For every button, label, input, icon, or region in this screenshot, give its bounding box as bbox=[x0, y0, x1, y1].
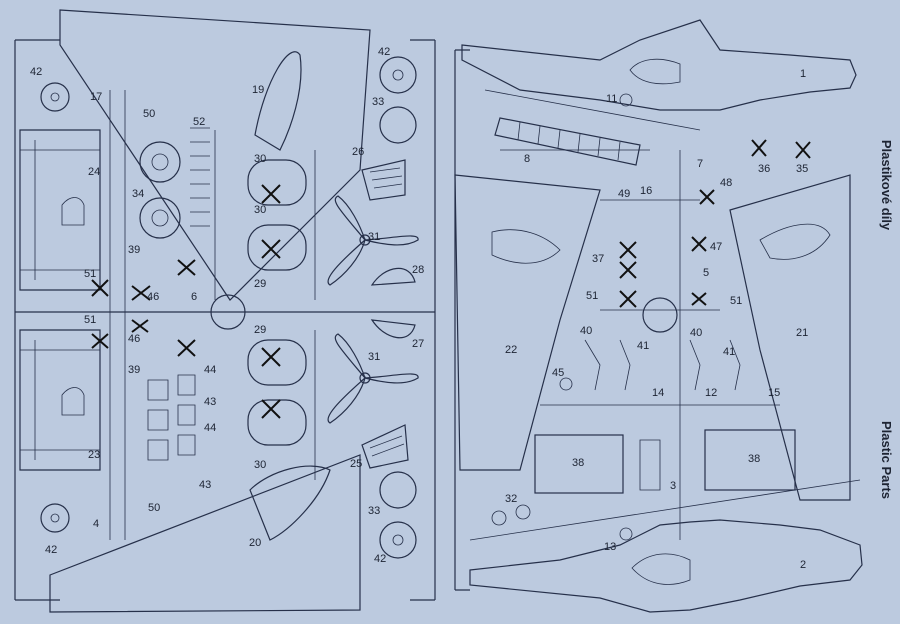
part-label: 5 bbox=[703, 267, 709, 279]
propellers bbox=[327, 195, 419, 424]
wing-main-left bbox=[454, 174, 601, 471]
part-label: 43 bbox=[204, 396, 216, 408]
right-sprue-frame bbox=[454, 49, 861, 591]
part-label: 36 bbox=[758, 163, 770, 175]
part-label: 20 bbox=[249, 537, 261, 549]
part-label: 51 bbox=[730, 295, 742, 307]
part-label: 6 bbox=[191, 291, 197, 303]
part-label: 3 bbox=[670, 480, 676, 492]
part-label: 30 bbox=[254, 153, 266, 165]
part-label: 48 bbox=[720, 177, 732, 189]
part-label: 31 bbox=[368, 351, 380, 363]
part-label: 44 bbox=[204, 422, 216, 434]
part-label: 30 bbox=[254, 459, 266, 471]
part-label: 12 bbox=[705, 387, 717, 399]
part-label: 26 bbox=[352, 146, 364, 158]
part-label: 41 bbox=[723, 346, 735, 358]
part-label: 45 bbox=[552, 367, 564, 379]
part-label: 39 bbox=[128, 244, 140, 256]
part-label: 8 bbox=[524, 153, 530, 165]
part-label: 14 bbox=[652, 387, 664, 399]
small-parts-grid bbox=[91, 127, 210, 461]
part-label: 29 bbox=[254, 324, 266, 336]
part-label: 41 bbox=[637, 340, 649, 352]
part-label: 50 bbox=[143, 108, 155, 120]
part-label: 22 bbox=[505, 344, 517, 356]
cowlings bbox=[247, 159, 307, 446]
part-label: 51 bbox=[84, 268, 96, 280]
part-label: 29 bbox=[254, 278, 266, 290]
part-label: 46 bbox=[147, 291, 159, 303]
part-label: 39 bbox=[128, 364, 140, 376]
wing-lower-left bbox=[49, 454, 361, 613]
part-label: 52 bbox=[193, 116, 205, 128]
part-label: 31 bbox=[368, 231, 380, 243]
part-label: 11 bbox=[606, 93, 617, 105]
part-label: 23 bbox=[88, 449, 100, 461]
part-label: 35 bbox=[796, 163, 808, 175]
part-label: 42 bbox=[30, 66, 42, 78]
part-label: 38 bbox=[748, 453, 760, 465]
part-label: 17 bbox=[90, 91, 102, 103]
fuselage-lower bbox=[469, 519, 863, 613]
part-label: 15 bbox=[768, 387, 780, 399]
wheels bbox=[40, 56, 417, 559]
part-label: 42 bbox=[374, 553, 386, 565]
part-label: 47 bbox=[710, 241, 722, 253]
left-sprue-frame bbox=[14, 39, 436, 601]
part-labels-right: 1 11 8 7 36 35 49 16 48 47 37 5 51 51 22… bbox=[505, 68, 808, 571]
radial-engines bbox=[139, 141, 181, 239]
part-label: 32 bbox=[505, 493, 517, 505]
radiator bbox=[494, 117, 641, 166]
part-label: 27 bbox=[412, 338, 424, 350]
part-label: 40 bbox=[690, 327, 702, 339]
stabilizer-lower bbox=[19, 329, 101, 471]
part-label: 42 bbox=[45, 544, 57, 556]
part-label: 30 bbox=[254, 204, 266, 216]
part-label: 34 bbox=[132, 188, 144, 200]
part-label: 24 bbox=[88, 166, 100, 178]
part-label: 28 bbox=[412, 264, 424, 276]
part-label: 21 bbox=[796, 327, 808, 339]
part-label: 7 bbox=[697, 158, 703, 170]
part-label: 13 bbox=[604, 541, 616, 553]
part-label: 51 bbox=[84, 314, 96, 326]
part-label: 1 bbox=[800, 68, 806, 80]
part-label: 46 bbox=[128, 333, 140, 345]
fuselage-upper bbox=[461, 19, 857, 111]
part-label: 42 bbox=[378, 46, 390, 58]
part-label: 33 bbox=[368, 505, 380, 517]
part-label: 2 bbox=[800, 559, 806, 571]
panels-38 bbox=[534, 429, 796, 494]
part-label: 16 bbox=[640, 185, 652, 197]
part-label: 44 bbox=[204, 364, 216, 376]
part-label: 50 bbox=[148, 502, 160, 514]
part-label: 37 bbox=[592, 253, 604, 265]
wing-upper-left bbox=[59, 9, 371, 301]
stabilizer-upper bbox=[19, 129, 101, 291]
part-label: 25 bbox=[350, 458, 362, 470]
part-labels-left: 42 17 50 19 42 33 52 26 30 24 34 31 30 3… bbox=[30, 46, 424, 565]
caption-english: Plastic Parts bbox=[879, 421, 894, 499]
part-label: 43 bbox=[199, 479, 211, 491]
part-label: 33 bbox=[372, 96, 384, 108]
part-label: 49 bbox=[618, 188, 630, 200]
wing-main-right bbox=[729, 174, 851, 501]
landing-gear-parts bbox=[491, 93, 811, 541]
caption-czech: Plastikové díly bbox=[879, 140, 894, 231]
part-label: 4 bbox=[93, 518, 99, 530]
part-label: 38 bbox=[572, 457, 584, 469]
part-label: 40 bbox=[580, 325, 592, 337]
part-label: 51 bbox=[586, 290, 598, 302]
spinner-caps bbox=[361, 159, 416, 469]
part-label: 19 bbox=[252, 84, 264, 96]
